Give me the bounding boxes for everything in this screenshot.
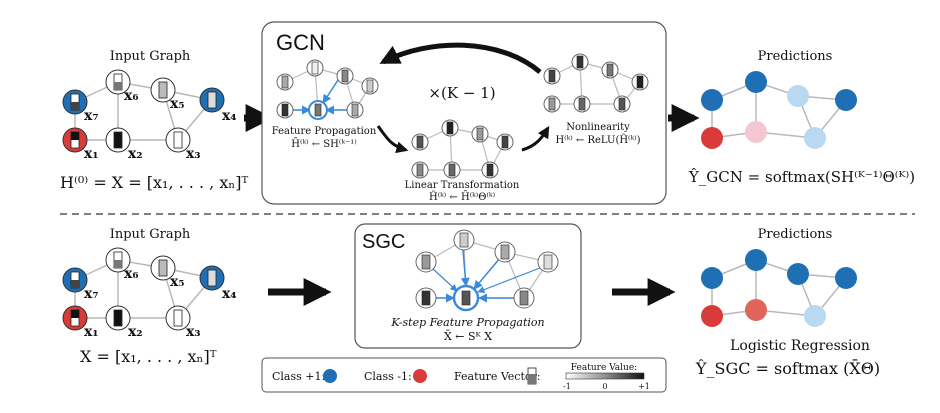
legend-class-pos-swatch: [323, 369, 337, 383]
sgc-predictions-label: Predictions: [758, 227, 833, 242]
feature-propagation-label: Feature Propagation: [272, 126, 377, 137]
sgc-input-node-labels: x₇ x₆ x₅ x₄ x₁ x₂ x₃: [84, 266, 236, 340]
svg-text:x₅: x₅: [170, 274, 184, 290]
node-x2: [105, 127, 131, 153]
legend-feature-value-label: Feature Value:: [571, 363, 637, 373]
linear-transformation-eq: Ĥ⁽ᵏ⁾ ← H̄⁽ᵏ⁾Θ⁽ᵏ⁾: [429, 191, 495, 203]
sgc-title: SGC: [362, 231, 405, 253]
gcn-mini-graph-nonlinearity: [543, 53, 649, 113]
label-x2: x₂: [128, 146, 142, 162]
legend: Class +1: Class -1: Feature Vector: Feat…: [261, 357, 667, 393]
sgc-input-nodes: [62, 247, 225, 331]
sgc-input-graph-label: Input Graph: [110, 227, 191, 242]
svg-text:x₄: x₄: [222, 286, 236, 302]
svg-text:x₃: x₃: [186, 324, 200, 340]
sgc-output-equation: Ŷ_SGC = softmax (X̄Θ): [695, 357, 880, 378]
feature-propagation-eq: H̄⁽ᵏ⁾ ← SH⁽ᵏ⁻¹⁾: [291, 138, 356, 150]
label-x3: x₃: [186, 146, 200, 162]
node-x5: [150, 77, 176, 103]
legend-class-neg-swatch: [413, 369, 427, 383]
gcn-prediction-graph: [701, 71, 857, 149]
label-x4: x₄: [222, 108, 236, 124]
gcn-predictions-label: Predictions: [758, 49, 833, 64]
node-x1: [62, 127, 88, 153]
legend-class-pos-label: Class +1:: [272, 370, 325, 383]
sgc-mini-graph: [415, 229, 559, 312]
sgc-x-equation: X = [x₁, . . . , xₙ]ᵀ: [80, 347, 217, 366]
node-x4: [199, 87, 225, 113]
kstep-propagation-label: K-step Feature Propagation: [390, 316, 544, 329]
label-x7: x₇: [84, 108, 98, 124]
svg-text:x₇: x₇: [84, 286, 98, 302]
gcn-to-relu-arrow: [521, 125, 550, 152]
nonlinearity-eq: H⁽ᵏ⁾ ← ReLU(Ĥ⁽ᵏ⁾): [555, 134, 640, 146]
svg-text:x₂: x₂: [128, 324, 142, 340]
gcn-mini-graph-propagation: [276, 59, 379, 120]
gcn-to-linear-arrow: [376, 125, 409, 154]
colorbar-tick-mid: 0: [602, 382, 607, 391]
label-x5: x₅: [170, 96, 184, 112]
gcn-repeat-label: ×(K − 1): [428, 84, 495, 102]
node-x6: [105, 69, 131, 95]
gcn-title: GCN: [276, 30, 325, 55]
colorbar-tick-min: -1: [563, 382, 571, 391]
label-x1: x₁: [84, 146, 98, 162]
sgc-prediction-graph: [701, 249, 857, 327]
gcn-mini-graph-linear: [411, 119, 514, 179]
svg-text:x₆: x₆: [124, 266, 138, 282]
svg-text:x₁: x₁: [84, 324, 98, 340]
gcn-input-node-labels: x₇ x₆ x₅ x₄ x₁ x₂ x₃: [84, 88, 236, 162]
gcn-input-graph-label: Input Graph: [110, 49, 191, 64]
feature-value-colorbar: [565, 372, 645, 380]
colorbar-tick-max: +1: [638, 382, 650, 391]
gcn-loop-arrow: [379, 42, 542, 74]
legend-class-neg-label: Class -1:: [364, 370, 412, 383]
linear-transformation-label: Linear Transformation: [405, 180, 520, 191]
legend-feature-vector-label: Feature Vector:: [454, 370, 540, 383]
kstep-propagation-eq: X̄ ← Sᴷ X: [444, 330, 492, 343]
label-x6: x₆: [124, 88, 138, 104]
feature-vector-icon: [527, 367, 537, 385]
node-x3: [165, 127, 191, 153]
node-x7: [62, 89, 88, 115]
gcn-output-equation: Ŷ_GCN = softmax(SH⁽ᴷ⁻¹⁾Θ⁽ᴷ⁾): [688, 168, 915, 186]
nonlinearity-label: Nonlinearity: [566, 122, 630, 133]
gcn-h0-equation: H⁽⁰⁾ = X = [x₁, . . . , xₙ]ᵀ: [60, 173, 249, 192]
gcn-input-nodes: [62, 69, 225, 153]
logistic-regression-label: Logistic Regression: [730, 338, 870, 354]
gcn-box: [261, 21, 667, 205]
